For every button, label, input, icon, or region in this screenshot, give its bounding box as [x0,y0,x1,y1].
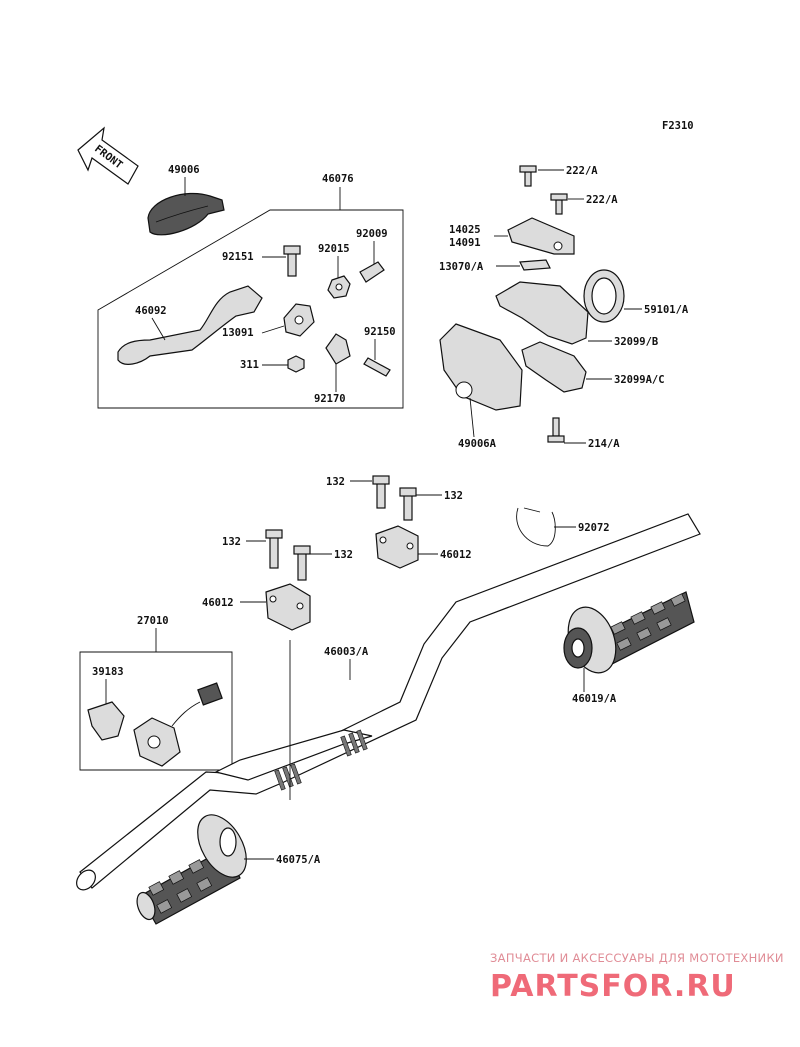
right-grip [563,591,695,674]
label-222a-1: 222/A [566,165,598,177]
label-132-1: 132 [326,476,345,488]
label-92072: 92072 [578,522,610,534]
left-grip [136,814,247,925]
throttle-group [439,165,625,443]
label-14025: 14025 [449,224,481,236]
label-59101a: 59101/A [644,304,689,316]
handlebar [76,513,701,891]
holder-group [265,475,556,631]
label-46012-2: 46012 [202,597,234,609]
label-92151: 92151 [222,251,254,263]
label-46092: 46092 [135,305,167,317]
label-46003a: 46003/A [324,646,369,658]
label-32099b: 32099/B [614,336,658,348]
label-92150: 92150 [364,326,396,338]
label-14091: 14091 [449,237,481,249]
label-46019a: 46019/A [572,693,617,705]
clutch-lever-group [97,192,404,409]
front-arrow-icon: FRONT [77,126,139,185]
label-46076: 46076 [322,173,354,185]
label-222a-2: 222/A [586,194,618,206]
label-46075a: 46075/A [276,854,321,866]
label-49006: 49006 [168,164,200,176]
label-27010: 27010 [137,615,169,627]
label-92015: 92015 [318,243,350,255]
label-32099ac: 32099A/C [614,374,665,386]
label-13070a: 13070/A [439,261,484,273]
label-132-4: 132 [334,549,353,561]
watermark-tagline: ЗАПЧАСТИ И АКСЕССУАРЫ ДЛЯ МОТОТЕХНИКИ [490,951,784,965]
figure-code: F2310 [662,120,694,132]
label-311: 311 [240,359,259,371]
label-13091: 13091 [222,327,254,339]
label-49006a: 49006A [458,438,497,450]
switch-group [79,651,233,771]
label-132-2: 132 [444,490,463,502]
label-92170: 92170 [314,393,346,405]
label-46012-1: 46012 [440,549,472,561]
label-92009: 92009 [356,228,388,240]
watermark-logo: PARTSFOR.RU [490,969,736,1004]
label-214a: 214/A [588,438,620,450]
label-39183: 39183 [92,666,124,678]
label-132-3: 132 [222,536,241,548]
